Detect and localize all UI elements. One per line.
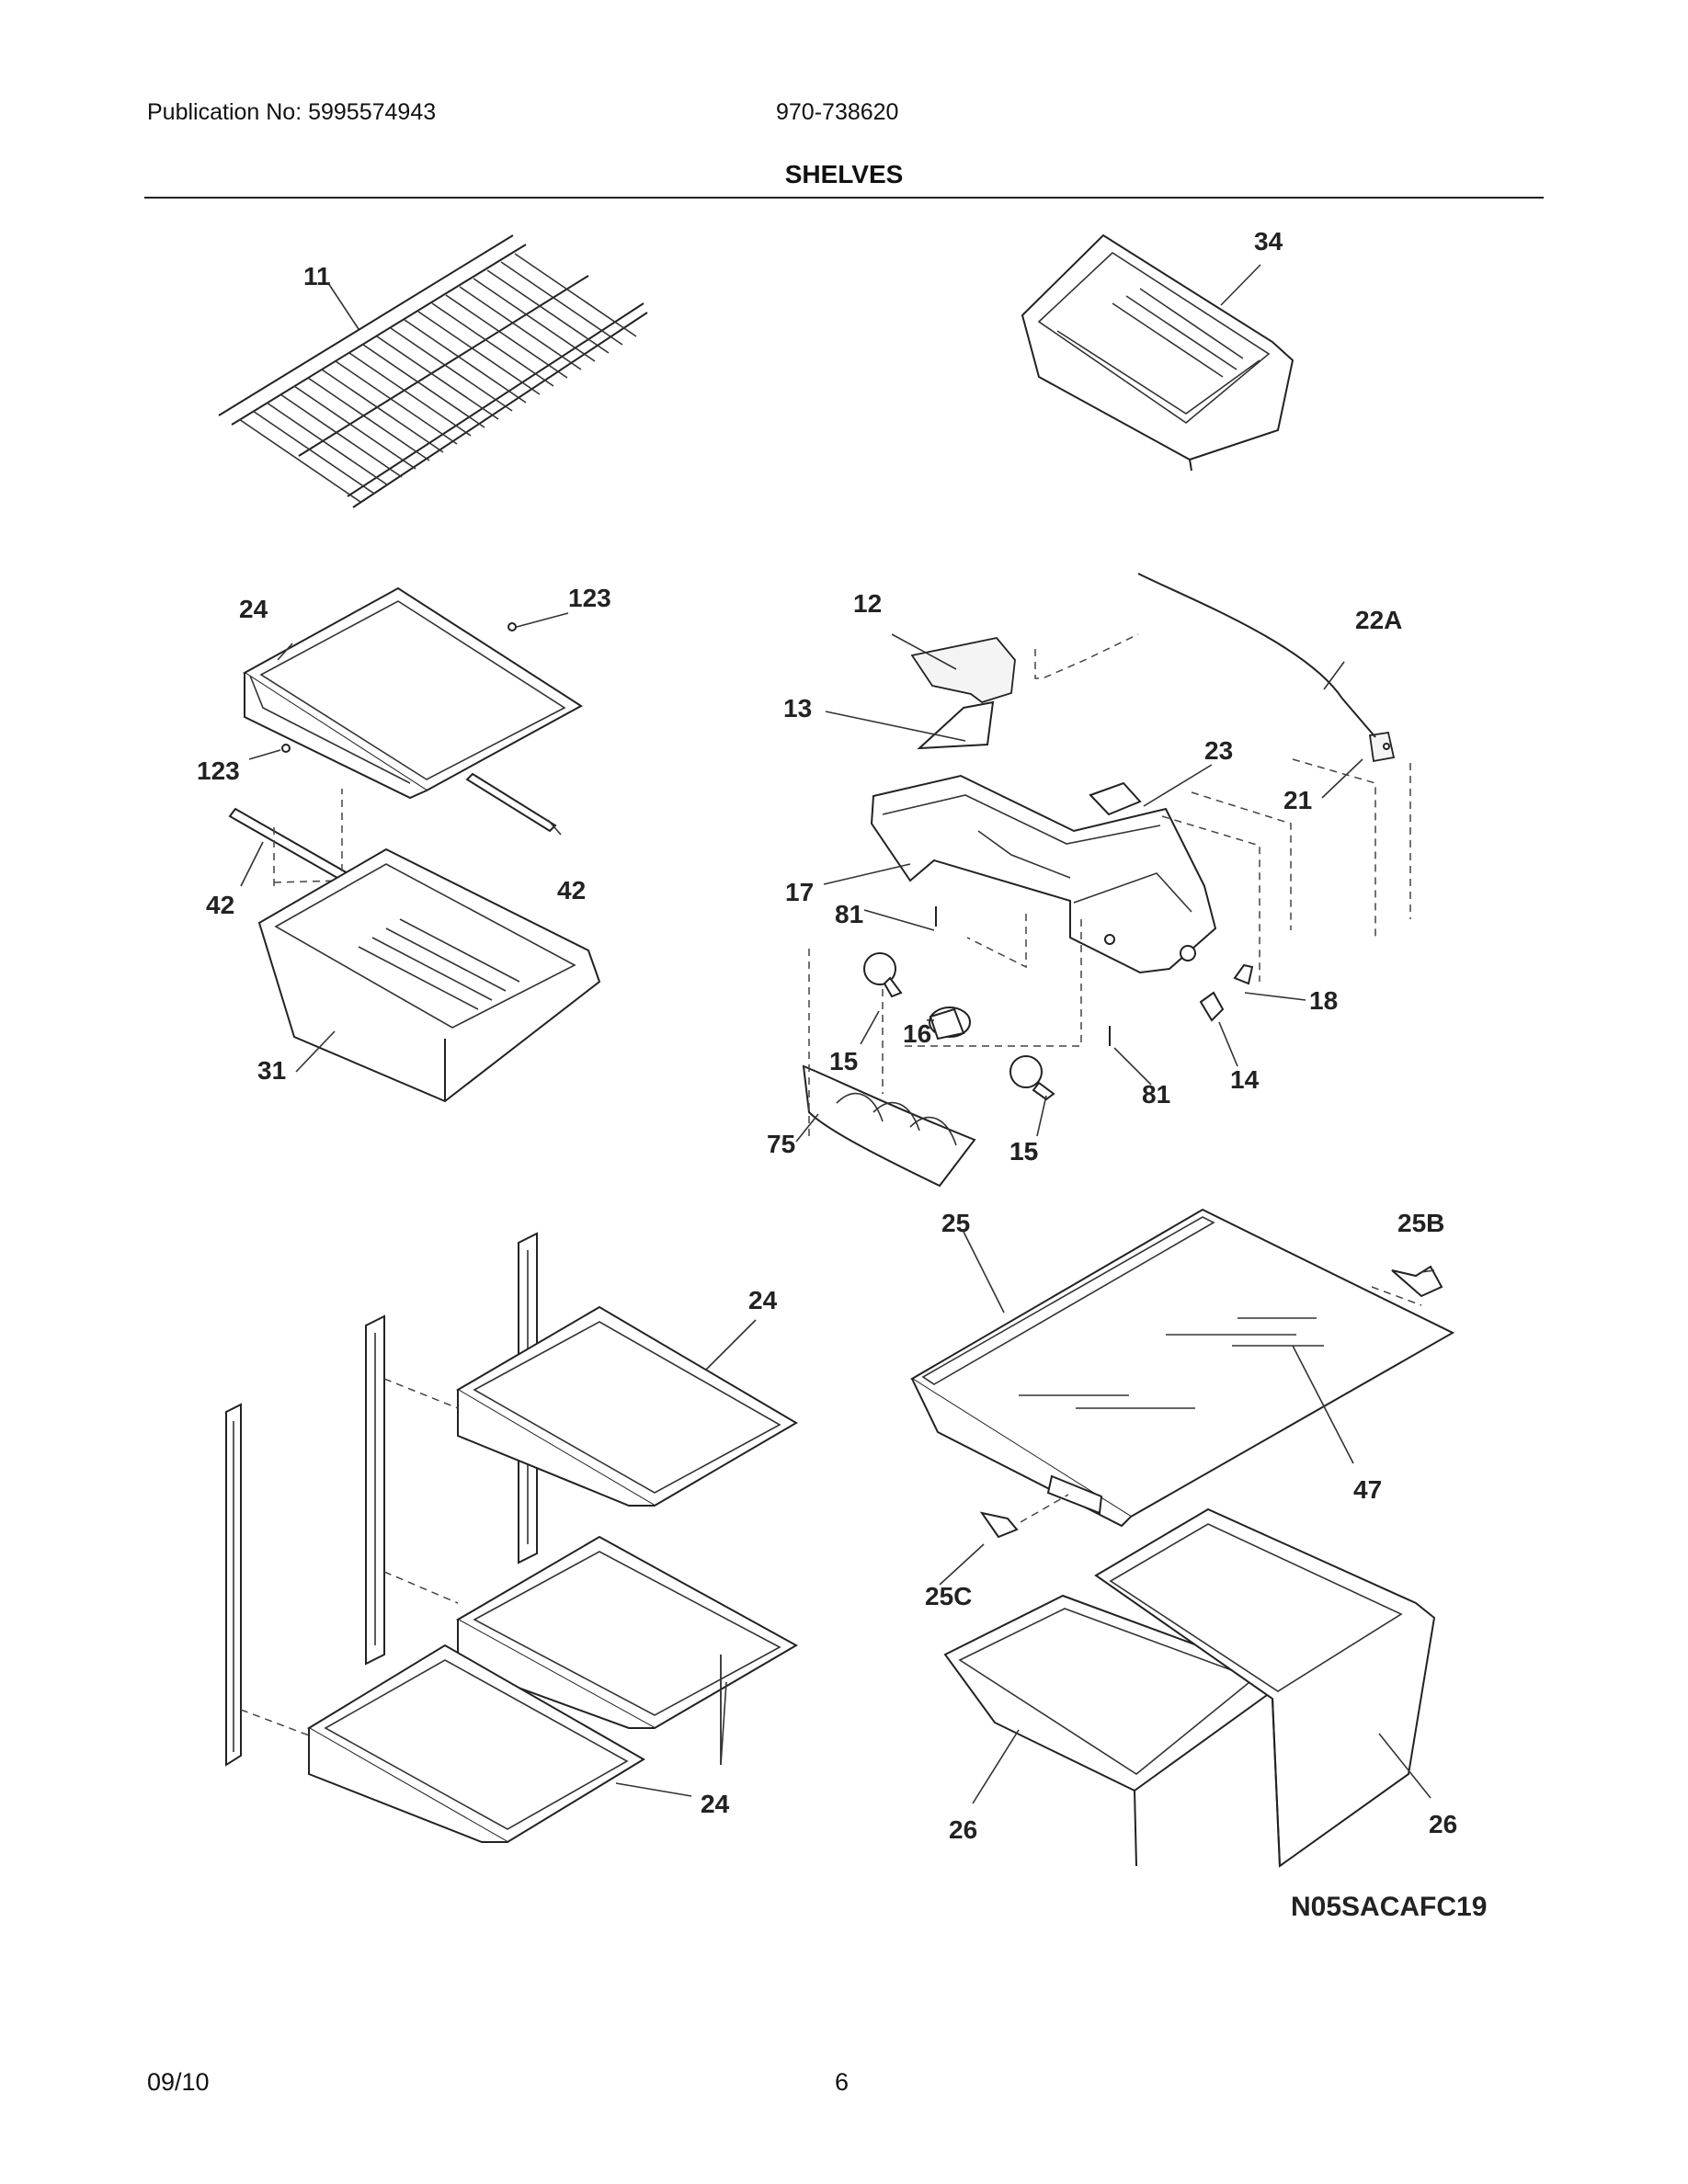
callout-26: 26 — [1429, 1810, 1457, 1838]
model-number: 970-738620 — [776, 99, 899, 125]
callout-17: 17 — [785, 878, 814, 906]
callout-42: 42 — [557, 876, 586, 904]
callout-23: 23 — [1204, 736, 1233, 765]
callout-25: 25 — [941, 1209, 970, 1237]
callout-25b: 25B — [1397, 1209, 1444, 1237]
callout-12: 12 — [853, 589, 882, 618]
callout-25c: 25C — [925, 1582, 972, 1610]
callout-123: 123 — [568, 584, 611, 612]
callout-14: 14 — [1230, 1065, 1260, 1094]
callout-47: 47 — [1353, 1475, 1382, 1504]
page-title: SHELVES — [784, 160, 904, 188]
callout-24: 24 — [701, 1790, 730, 1818]
callout-42: 42 — [206, 891, 234, 919]
deli-bin-drawing — [1021, 233, 1295, 472]
callout-15: 15 — [1009, 1137, 1038, 1166]
callout-24: 24 — [748, 1286, 778, 1314]
callout-15: 15 — [829, 1047, 858, 1075]
glass-shelves-stack-drawing — [307, 1305, 799, 1844]
callout-75: 75 — [767, 1130, 795, 1158]
callout-81: 81 — [835, 900, 863, 928]
callout-24: 24 — [239, 595, 268, 623]
callout-81: 81 — [1142, 1080, 1170, 1109]
publication-number: Publication No: 5995574943 — [147, 99, 437, 125]
callout-15: 15 — [1009, 1137, 1038, 1166]
drawing-code: N05SACAFC19 — [1291, 1892, 1487, 1922]
callout-21: 21 — [1283, 786, 1312, 814]
callout-26: 26 — [949, 1815, 977, 1844]
header-rule — [144, 197, 1544, 199]
crisper-cover-drawing — [910, 1208, 1455, 1528]
light-housing-assembly-drawing — [802, 573, 1396, 1188]
callout-16: 16 — [903, 1019, 931, 1048]
callout-123: 123 — [197, 756, 240, 785]
vegetable-drawers-drawing — [943, 1507, 1436, 1868]
callout-18: 18 — [1309, 986, 1338, 1015]
crisper-cover-support-drawing — [979, 1265, 1443, 1539]
callout-22a: 22A — [1355, 606, 1402, 634]
revision-date: 09/10 — [147, 2068, 210, 2096]
crisper-drawer-drawing — [257, 847, 601, 1103]
page-number: 6 — [835, 2068, 850, 2096]
callout-34: 34 — [1254, 227, 1283, 256]
callout-24: 24 — [701, 1790, 730, 1818]
callout-31: 31 — [257, 1056, 286, 1085]
callout-13: 13 — [783, 694, 812, 722]
top-left-glass-shelf — [243, 586, 583, 800]
wire-shelf-drawing — [218, 234, 648, 508]
callout-11: 11 — [303, 262, 331, 290]
